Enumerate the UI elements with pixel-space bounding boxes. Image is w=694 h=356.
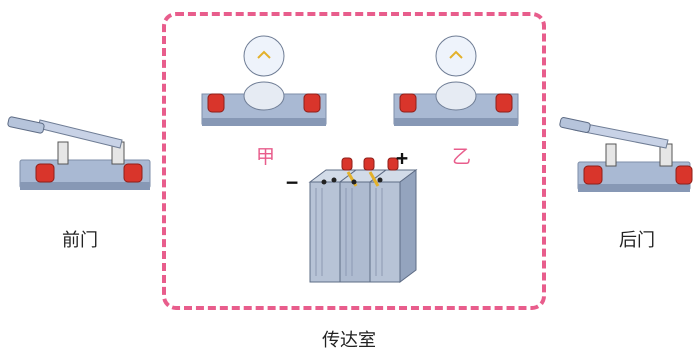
bulb-terminal-left: [399, 93, 417, 113]
back-door-label: 后门: [619, 230, 655, 251]
bulb-terminal-right: [303, 93, 321, 113]
battery-cell-1: [308, 169, 358, 283]
room-label: 传达室: [322, 330, 376, 351]
battery-cell-3: [368, 169, 418, 283]
battery-terminal: [387, 157, 399, 171]
bulb-a-label: 甲: [256, 146, 276, 168]
front-door-label: 前门: [62, 230, 98, 251]
bulb-glass: [243, 35, 285, 77]
bulb-terminal-left: [207, 93, 225, 113]
switch-terminal-right: [123, 163, 143, 183]
switch-terminal-left: [35, 163, 55, 183]
switch-handle: [559, 117, 591, 133]
bulb-a: [201, 35, 327, 126]
battery-cell-2: [338, 169, 388, 283]
back-door-switch: [559, 117, 693, 192]
front-door-switch: [7, 116, 151, 190]
bulb-terminal-right: [495, 93, 513, 113]
switch-terminal-right: [675, 165, 693, 185]
switch-handle: [7, 116, 45, 134]
switch-terminal-left: [583, 165, 603, 185]
battery-terminal: [341, 157, 353, 171]
room-border: [162, 12, 546, 310]
bulb-b: [393, 35, 519, 126]
battery-terminal: [363, 157, 375, 171]
battery-pack: [308, 157, 418, 283]
battery-minus-sign: −: [286, 170, 299, 194]
bulb-b-label: 乙: [452, 146, 472, 168]
bulb-glass: [435, 35, 477, 77]
battery-plus-sign: +: [396, 146, 409, 170]
switch-blade: [37, 119, 123, 149]
